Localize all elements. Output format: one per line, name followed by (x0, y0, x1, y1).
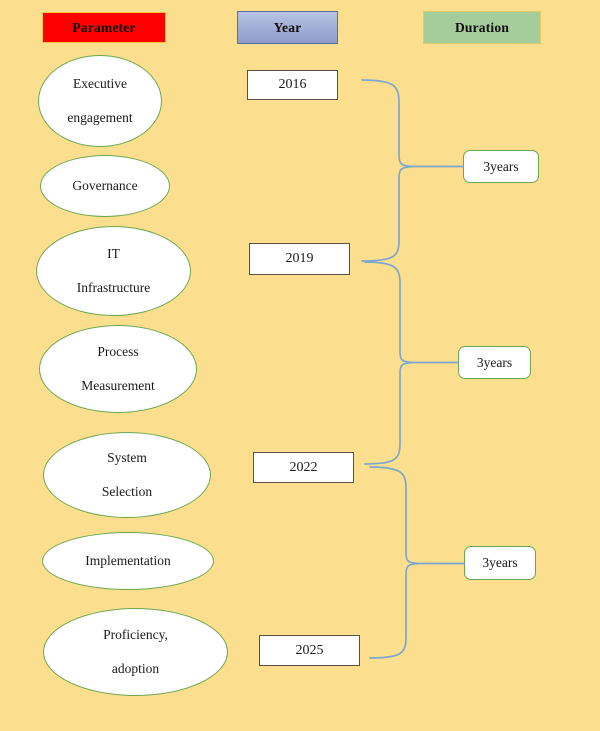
parameter-label-line1: Process (97, 344, 139, 360)
duration-box-3[interactable]: 3years (464, 546, 536, 580)
header-duration: Duration (423, 11, 541, 44)
parameter-node-it-infrastructure[interactable]: IT Infrastructure (36, 226, 191, 316)
duration-box-2[interactable]: 3years (458, 346, 531, 379)
parameter-label-line1: Proficiency, (103, 627, 168, 643)
year-box-2025[interactable]: 2025 (259, 635, 360, 666)
duration-label: 3years (482, 555, 518, 570)
year-label: 2025 (295, 642, 324, 658)
header-year: Year (237, 11, 338, 44)
duration-label: 3years (476, 354, 513, 370)
brace-connector-2 (364, 261, 414, 465)
header-parameter: Parameter (42, 12, 166, 43)
parameter-label-line1: Implementation (85, 552, 171, 568)
header-parameter-label: Parameter (72, 19, 136, 35)
year-box-2022[interactable]: 2022 (253, 452, 354, 483)
duration-box-1[interactable]: 3years (463, 150, 539, 183)
parameter-node-implementation[interactable]: Implementation (42, 532, 214, 590)
parameter-label-line1: Governance (72, 177, 138, 193)
duration-label: 3years (483, 158, 519, 174)
parameter-label-line1: Executive (73, 76, 127, 92)
parameter-label-line2: Measurement (81, 377, 155, 393)
year-box-2019[interactable]: 2019 (249, 243, 350, 275)
parameter-node-system-selection[interactable]: System Selection (43, 432, 211, 518)
year-label: 2022 (289, 459, 318, 475)
parameter-label-line2: Selection (101, 483, 153, 499)
year-box-2016[interactable]: 2016 (247, 70, 338, 100)
parameter-node-proficiency-adoption[interactable]: Proficiency, adoption (43, 608, 228, 696)
year-label: 2016 (278, 77, 307, 92)
year-label: 2019 (285, 251, 314, 266)
parameter-node-process-measurement[interactable]: Process Measurement (39, 325, 197, 413)
parameter-label-line1: System (107, 450, 147, 466)
parameter-label-line2: Infrastructure (76, 279, 151, 295)
header-year-label: Year (273, 19, 302, 35)
parameter-label-line2: adoption (111, 660, 160, 676)
brace-connector-1 (361, 79, 414, 262)
parameter-label-line1: IT (107, 246, 120, 262)
brace-connector-3 (369, 466, 420, 659)
parameter-node-executive-engagement[interactable]: Executive engagement (38, 55, 162, 147)
parameter-node-governance[interactable]: Governance (40, 155, 170, 217)
parameter-label-line2: engagement (67, 109, 133, 125)
header-duration-label: Duration (454, 19, 510, 35)
